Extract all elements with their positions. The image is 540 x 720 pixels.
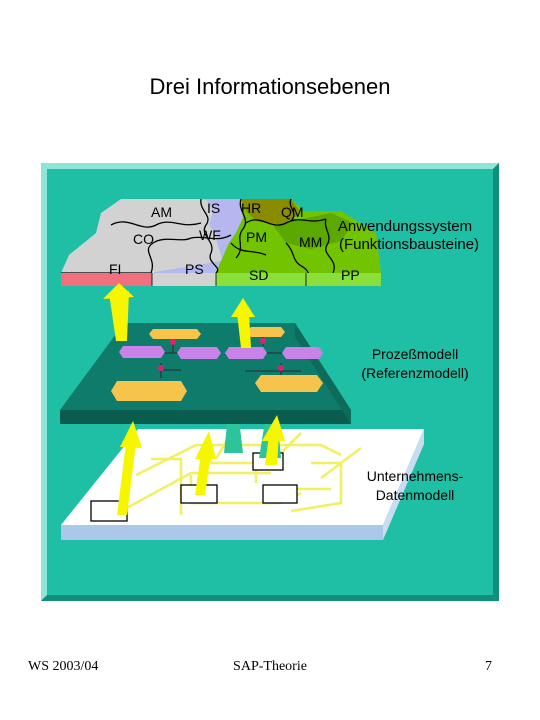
process-event xyxy=(111,381,187,401)
footer-semester: WS 2003/04 xyxy=(28,659,99,674)
module-label-am: AM xyxy=(151,204,172,220)
footer-course: SAP-Theorie xyxy=(233,659,307,674)
entity-box xyxy=(262,484,298,504)
process-model-layer xyxy=(60,323,351,424)
footer-page-number: 7 xyxy=(485,659,492,674)
data-layer-label-line2: Datenmodell xyxy=(376,487,455,503)
process-function xyxy=(225,347,267,359)
module-label-is: IS xyxy=(207,200,220,216)
front-edge-gray xyxy=(152,273,216,286)
process-layer-label-line2: (Referenzmodell) xyxy=(361,365,468,381)
front-edge-red xyxy=(61,273,152,286)
module-olive-block xyxy=(241,199,301,225)
application-layer xyxy=(61,198,381,286)
yellow-arrows xyxy=(103,283,285,515)
application-layer-label-line2: (Funktionsbausteine) xyxy=(339,236,479,253)
module-label-ps: PS xyxy=(185,261,204,277)
process-event xyxy=(255,375,323,392)
diagram-panel: AM IS HR QM CO WF PM MM FI PS SD PP Anwe… xyxy=(41,163,499,601)
module-label-wf: WF xyxy=(199,227,221,243)
process-layer-label-line1: Prozeßmodell xyxy=(372,346,458,362)
front-edge-green xyxy=(216,273,381,286)
module-gray-block xyxy=(61,199,226,273)
application-layer-label-line1: Anwendungssystem xyxy=(338,218,472,235)
module-label-pm: PM xyxy=(246,229,267,245)
module-label-co: CO xyxy=(133,231,154,247)
process-function xyxy=(282,347,323,359)
module-label-hr: HR xyxy=(241,200,261,216)
process-event xyxy=(247,327,285,337)
process-function xyxy=(177,347,221,359)
process-function xyxy=(119,346,165,358)
module-label-pp: PP xyxy=(341,267,360,283)
process-event xyxy=(149,329,201,339)
slide-title: Drei Informationsebenen xyxy=(149,74,391,99)
module-label-sd: SD xyxy=(249,267,268,283)
module-label-qm: QM xyxy=(281,204,304,220)
module-label-mm: MM xyxy=(299,234,322,250)
data-layer-label-line1: Unternehmens- xyxy=(367,468,464,484)
module-label-fi: FI xyxy=(109,261,121,277)
